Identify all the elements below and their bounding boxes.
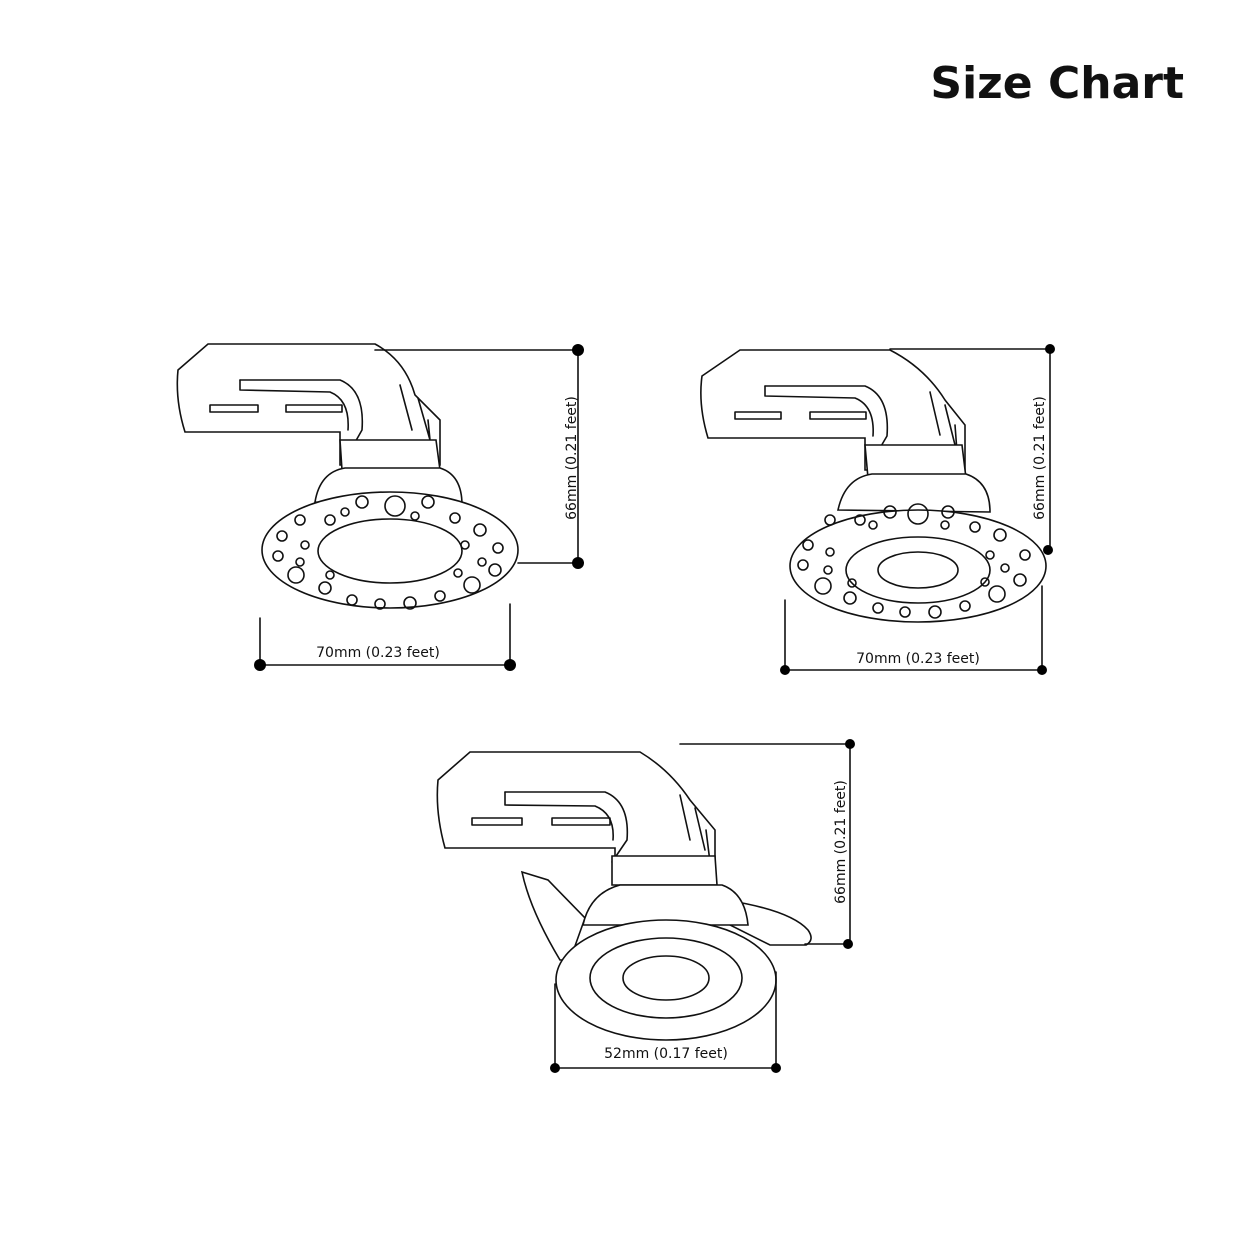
height-dimension-label-2: 66mm (0.21 feet) [1032,396,1048,520]
downlight-diagram-3: 66mm (0.21 feet) 52mm (0.17 feet) [436,739,855,1073]
downlight-diagram-1: 66mm (0.21 feet) 70mm (0.23 feet) [176,343,584,671]
width-dimension-label-3: 52mm (0.17 feet) [604,1046,728,1062]
height-dimension-label-1: 66mm (0.21 feet) [564,396,580,520]
width-dimension-label-2: 70mm (0.23 feet) [856,651,980,667]
downlight-diagram-2: 66mm (0.21 feet) 70mm (0.23 feet) [700,344,1055,675]
width-dimension-label-1: 70mm (0.23 feet) [316,645,440,661]
page-title: Size Chart [930,58,1184,109]
height-dimension-label-3: 66mm (0.21 feet) [833,780,849,904]
